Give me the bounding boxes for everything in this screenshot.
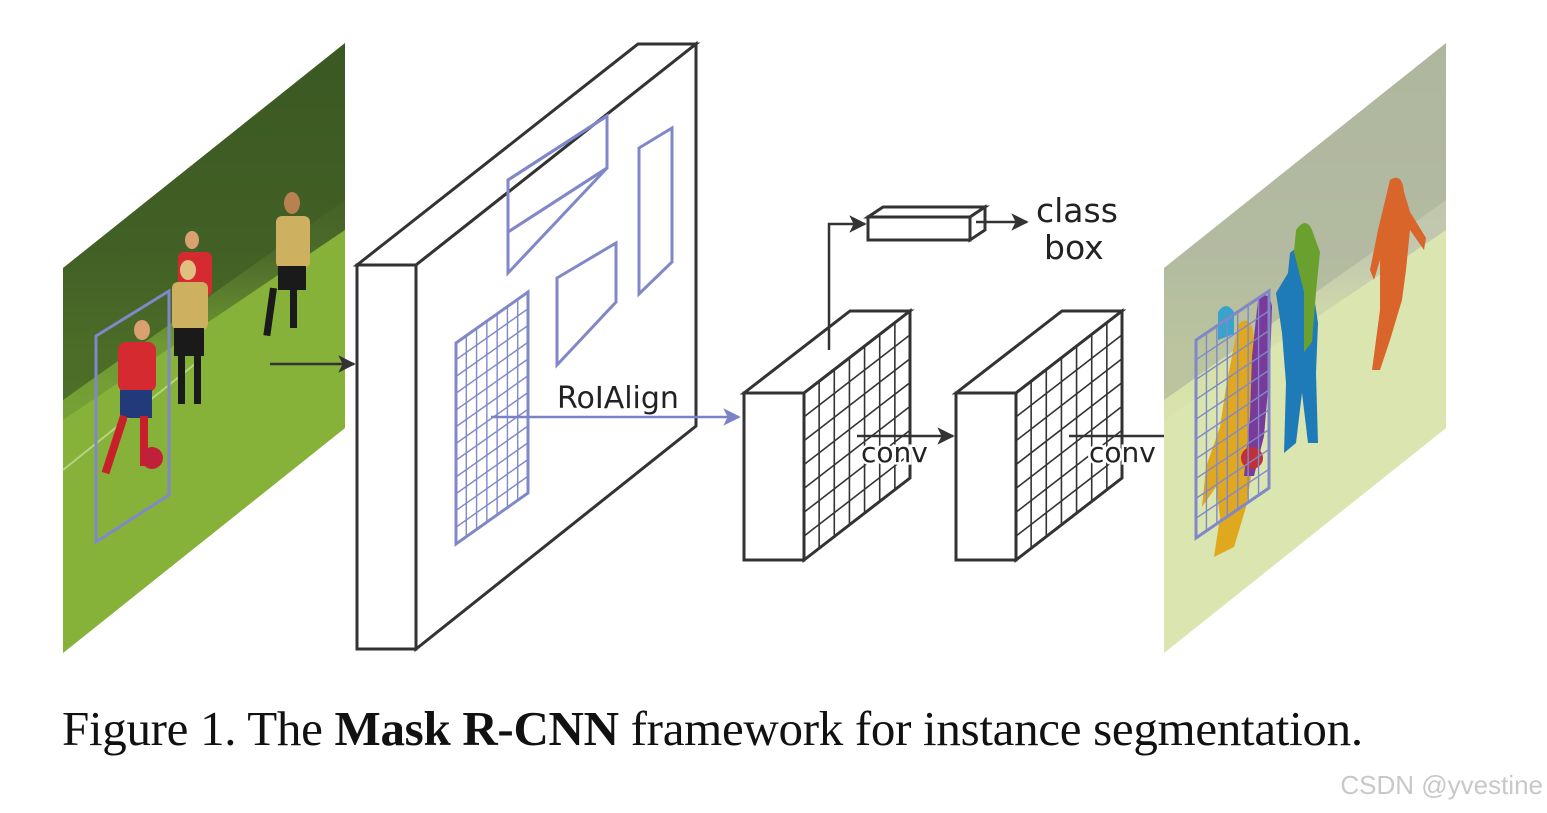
block-grid-line-row [1015,429,1123,513]
output-roi-grid-line-row [1195,369,1270,420]
block-grid-line-row [803,405,911,490]
roi-grid-line-row [455,475,529,528]
input-roi-box [94,288,171,545]
roi-grid-line-row [455,341,529,394]
player-yellow-2 [263,192,310,337]
roialign-label: RoIAlign [557,381,679,416]
box-label: box [1044,228,1104,267]
caption-model-name: Mask R-CNN [334,701,619,756]
watermark: CSDN @yvestine [1340,770,1543,800]
block-side-face [954,391,1018,562]
fc-head [863,204,990,243]
block-grid-line-row [803,358,911,442]
mask-feature-block [951,307,1127,564]
output-roi-grid-line-row [1195,409,1270,460]
block-grid-line-row [803,310,911,394]
block-grid-line-row [803,429,911,513]
mask-green [1294,223,1320,352]
backbone-feature-map [352,40,701,653]
block-grid-line-row [1015,453,1123,537]
block-grid-line-row [803,381,911,466]
block-grid-line-row [1015,381,1123,466]
output-roi-grid-line-row [1195,349,1270,400]
output-roi-grid-line-row [1195,310,1270,361]
block-grid-line-row [1015,405,1123,490]
caption-prefix: Figure 1. The [62,701,335,756]
output-roi-grid-line-row [1195,488,1270,539]
block-side-face [742,391,806,562]
block-grid-line-row [1015,358,1123,442]
block-grid-line-row [803,477,911,561]
conv-label-1: conv [861,436,928,469]
caption-suffix: framework for instance segmentation. [618,701,1363,756]
roi-grid-line-row [455,458,529,512]
arrow-to-fc-head [827,215,867,350]
output-roi-grid-line-row [1195,290,1270,341]
roi-grid-line-row [455,291,529,344]
block-grid-line-row [1015,310,1123,394]
output-roi-grid-line-row [1195,429,1270,480]
input-image [63,43,345,653]
roi-grid-line-row [455,358,529,411]
conv-label-2: conv [1089,436,1156,469]
mask-yellow [1202,320,1262,557]
roi-proposal-tall [637,125,674,298]
output-image [1164,43,1446,653]
output-roi-grid [1194,288,1271,541]
roi-grid [454,289,530,547]
class-label: class [1036,191,1118,230]
roi-grid-line-row [455,492,529,545]
block-grid-line-row [1015,334,1123,418]
player-red-1 [101,320,163,475]
output-roi-grid-line-row [1195,330,1270,381]
mask-orange [1370,177,1426,370]
output-roi-grid-line-row [1195,389,1270,440]
figure-caption: Figure 1. The Mask R-CNN framework for i… [62,700,1363,757]
roi-grid-line-row [455,425,529,478]
block-grid-line-row [803,334,911,418]
block-grid-line-row [1015,477,1123,561]
output-roi-grid-line-row [1195,468,1270,519]
roi-grid-line-row [455,324,529,378]
roi-grid-line-row [455,308,529,361]
roi-grid-line-row [455,442,529,495]
mask-cyan [1218,306,1234,340]
roi-grid-line-row [455,375,529,428]
block-grid-line-row [803,453,911,537]
roi-proposal-square [555,240,618,369]
output-roi-grid-line-row [1195,448,1270,499]
roi-proposal-wide [506,113,609,277]
player-yellow-1 [172,260,208,404]
mask-ball [1241,447,1263,469]
